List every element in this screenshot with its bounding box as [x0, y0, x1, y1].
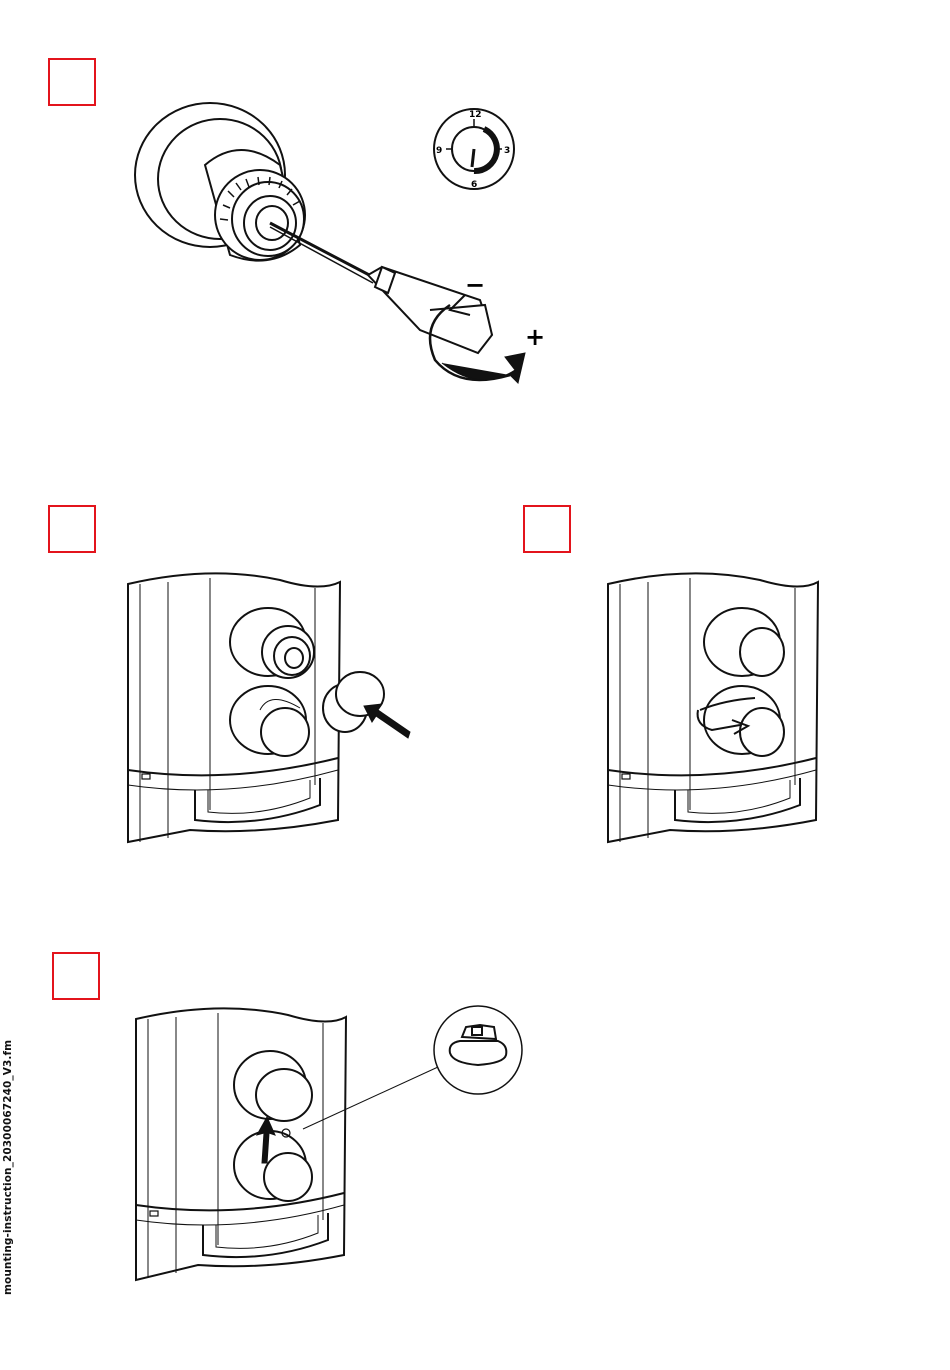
footer-filename: mounting-instruction_20300067240_V3.fm — [2, 1055, 16, 1295]
dial-label-9: 9 — [436, 146, 442, 156]
plus-sign: + — [525, 323, 545, 351]
minus-sign: − — [465, 271, 485, 299]
dial-label-3: 3 — [504, 146, 510, 156]
dial-label-12: 12 — [469, 110, 482, 120]
dial-inset: 12 3 6 9 — [434, 109, 514, 190]
knob-lift-illustration — [128, 1005, 548, 1290]
cap-install-illustration — [120, 570, 420, 850]
cartridge-adjustment-illustration: 12 3 6 9 − + — [120, 95, 560, 405]
step-1-marker — [48, 58, 96, 106]
step-3-marker — [523, 505, 571, 553]
step-4-marker — [52, 952, 100, 1000]
knob-rotate-illustration — [600, 570, 830, 850]
dial-label-6: 6 — [471, 180, 477, 190]
step-2-marker — [48, 505, 96, 553]
